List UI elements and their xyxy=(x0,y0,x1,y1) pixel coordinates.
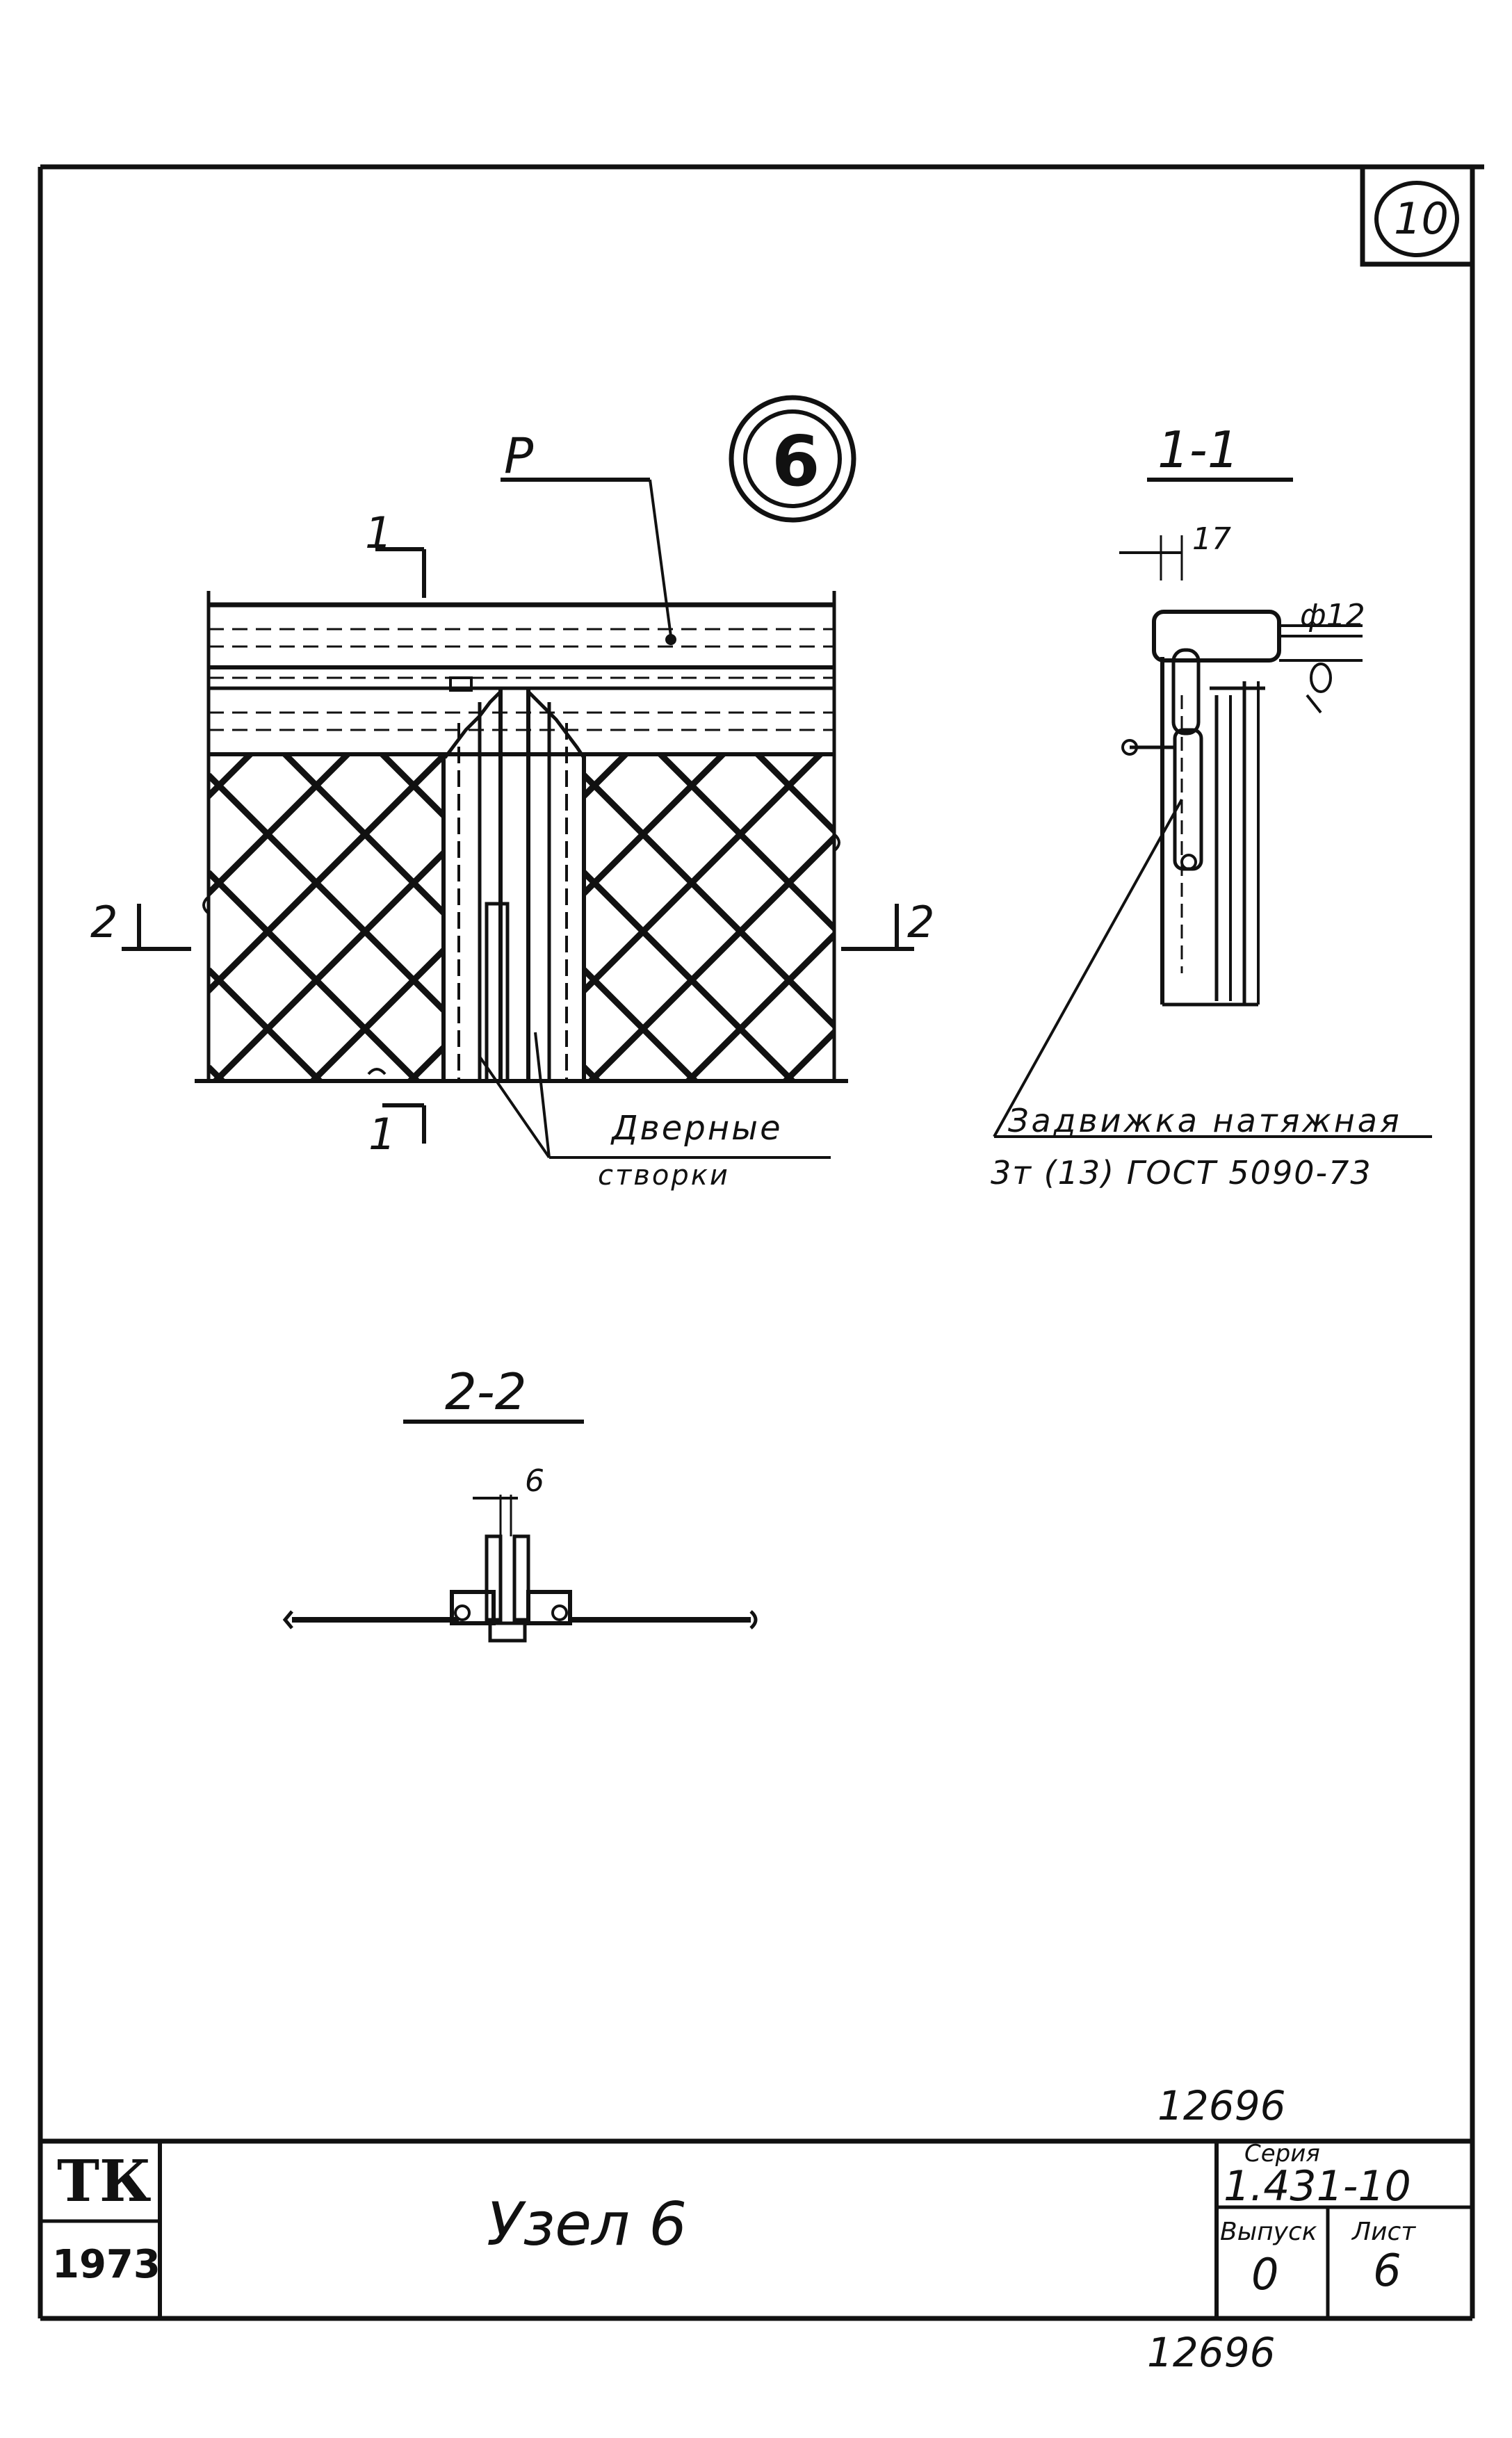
section-2-2-drawing xyxy=(282,1420,758,1643)
dimension-phi12: ф12 xyxy=(1300,598,1365,633)
corner-number-box xyxy=(1360,164,1475,267)
section-2-2-title: 2-2 xyxy=(445,1363,527,1421)
section-1-1-drawing xyxy=(993,478,1432,1138)
archive-number-top: 12696 xyxy=(1157,2082,1286,2129)
issue-label: Выпуск xyxy=(1220,2218,1317,2246)
section-2-left-label: 2 xyxy=(90,897,118,948)
door-leaves-label-line2: створки xyxy=(598,1160,730,1192)
archive-number-bottom: 12696 xyxy=(1147,2329,1276,2376)
latch-label-line1: Задвижка натяжная xyxy=(1008,1102,1402,1139)
dimension-6: 6 xyxy=(525,1463,544,1499)
issue-value: 0 xyxy=(1251,2249,1279,2300)
title-block-frame xyxy=(40,2138,1472,2318)
node-marker-circle xyxy=(729,395,856,523)
stamp-tk: ТК xyxy=(57,2148,152,2215)
latch-label-line2: 3т (13) ГОСТ 5090-73 xyxy=(991,1154,1372,1192)
sheet-frame xyxy=(38,164,1484,2321)
section-markers-elevation xyxy=(122,478,914,1159)
label-p: Р xyxy=(504,428,534,485)
section-1-bottom-label: 1 xyxy=(368,1109,396,1160)
series-value: 1.431-10 xyxy=(1224,2162,1411,2211)
section-1-1-title: 1-1 xyxy=(1157,421,1239,479)
section-1-top-label: 1 xyxy=(365,507,393,558)
door-leaves-label-line1: Дверные xyxy=(612,1109,783,1148)
section-2-right-label: 2 xyxy=(907,897,935,948)
drawing-title: Узел 6 xyxy=(487,2190,688,2259)
series-label: Серия xyxy=(1244,2140,1320,2168)
sheet-value: 6 xyxy=(1373,2245,1401,2297)
corner-sheet-number: 10 xyxy=(1394,193,1449,244)
dimension-17: 17 xyxy=(1192,521,1231,557)
node-marker-number: 6 xyxy=(772,421,820,502)
elevation-view xyxy=(195,591,848,1083)
sheet-label: Лист xyxy=(1352,2218,1416,2246)
stamp-year: 1973 xyxy=(52,2242,161,2287)
